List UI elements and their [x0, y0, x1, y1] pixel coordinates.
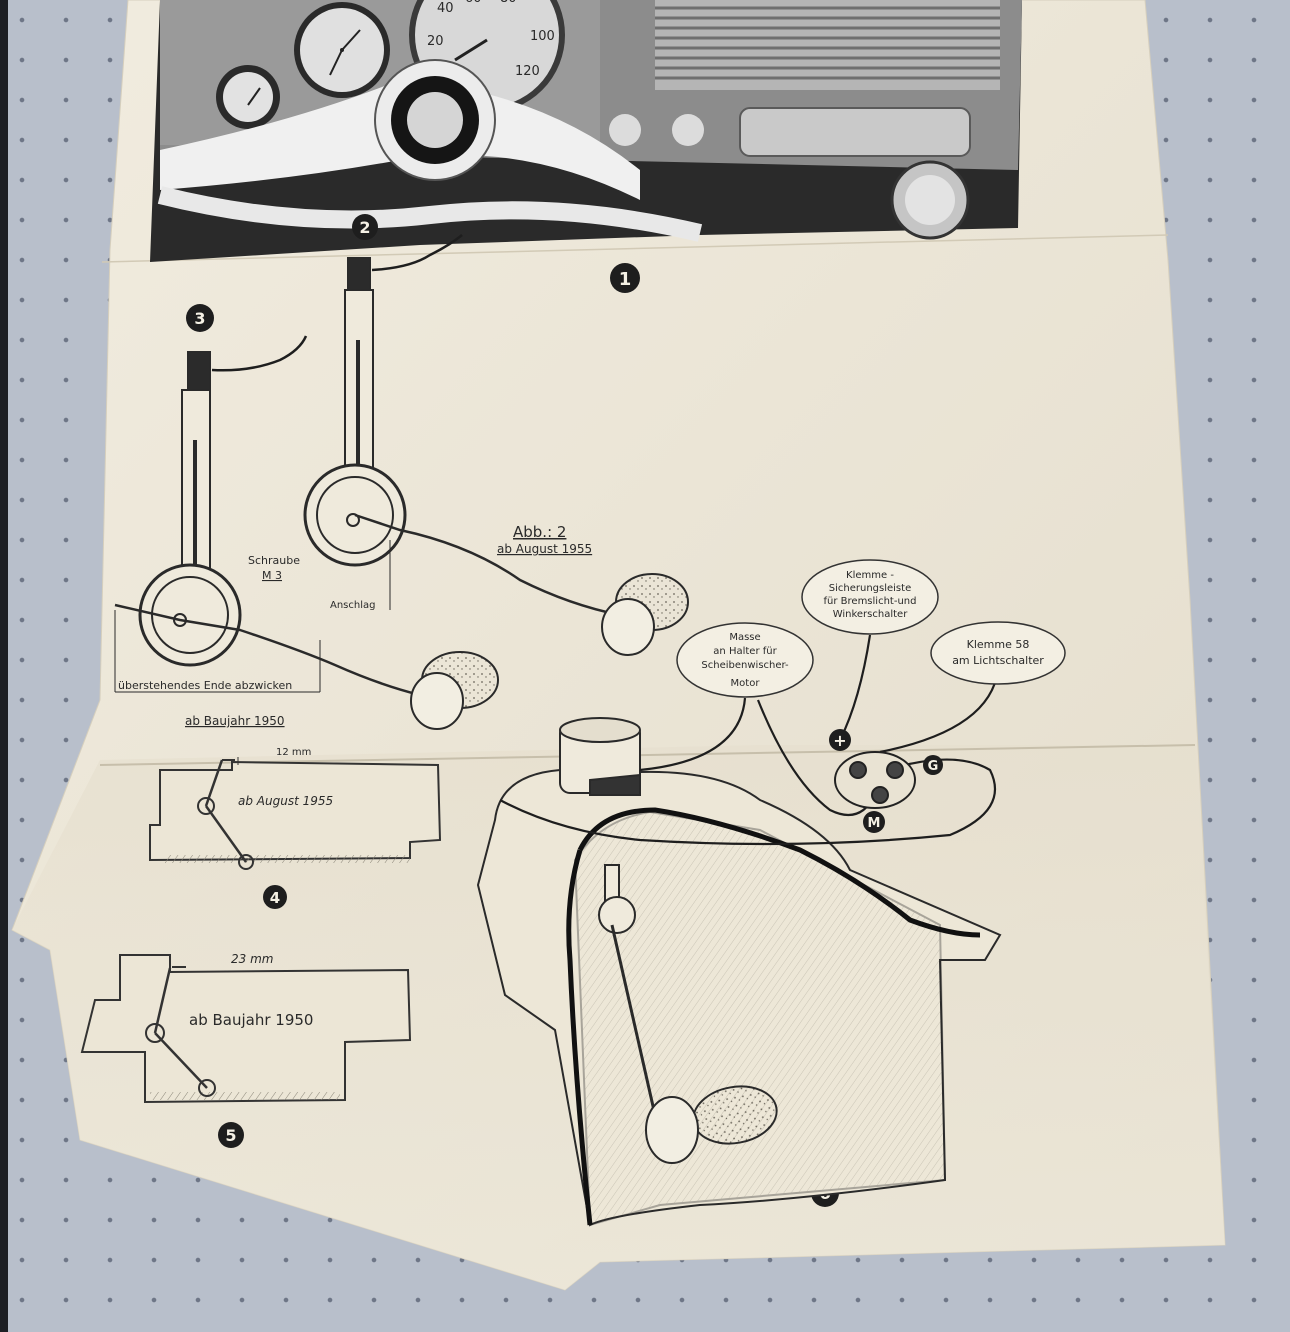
- gauge-connector: [834, 751, 916, 809]
- speed-mark: 100: [530, 29, 555, 44]
- label-screw: Schraube: [248, 554, 300, 567]
- svg-text:Scheibenwischer-: Scheibenwischer-: [701, 660, 789, 671]
- abb2-subtitle: ab August 1955: [497, 542, 592, 556]
- fuel-sender-fig3: [114, 335, 499, 730]
- fig4-label: ab August 1955: [238, 794, 333, 808]
- fuel-sender-fig2: [303, 234, 689, 656]
- terminal-plus: +: [829, 729, 851, 751]
- svg-text:Winkerschalter: Winkerschalter: [833, 609, 909, 620]
- svg-text:3: 3: [194, 309, 205, 328]
- bubble-terminal-58: Klemme 58 am Lichtschalter: [930, 621, 1066, 685]
- dashboard-photo: 20 40 60 80 100 120: [150, 0, 1022, 262]
- float-fig3: [410, 651, 499, 730]
- speed-mark: 120: [515, 64, 540, 79]
- abb2-title: Abb.: 2: [513, 523, 566, 541]
- terminal-m: M: [863, 811, 885, 833]
- figure-number-3: 3: [186, 304, 214, 332]
- speed-mark: 40: [437, 1, 454, 16]
- svg-text:4: 4: [270, 889, 280, 907]
- speed-mark: 20: [427, 34, 444, 49]
- tank-section-fig5: [80, 954, 412, 1104]
- svg-text:Motor: Motor: [731, 678, 761, 689]
- float-fig2: [601, 573, 689, 656]
- svg-text:Klemme -: Klemme -: [846, 570, 894, 581]
- figure-number-1: 1: [610, 263, 640, 293]
- figure-number-2: 2: [352, 214, 378, 240]
- fuel-tank-cutaway: [476, 717, 1002, 1227]
- svg-text:Sicherungsleiste: Sicherungsleiste: [829, 583, 911, 594]
- label-from-year: ab Baujahr 1950: [185, 714, 285, 728]
- label-trim: überstehendes Ende abzwicken: [118, 679, 292, 692]
- fig5-label: ab Baujahr 1950: [189, 1011, 313, 1029]
- float-fig6: [645, 1085, 778, 1164]
- bubble-ground: Masse an Halter für Scheibenwischer- Mot…: [676, 622, 814, 698]
- svg-text:Masse: Masse: [729, 632, 760, 643]
- svg-text:+: +: [833, 731, 846, 750]
- svg-text:1: 1: [619, 269, 632, 290]
- svg-text:5: 5: [225, 1126, 236, 1145]
- bubble-fuse-strip: Klemme - Sicherungsleiste für Bremslicht…: [801, 559, 939, 635]
- svg-text:am Lichtschalter: am Lichtschalter: [952, 654, 1044, 667]
- svg-text:an Halter für: an Halter für: [713, 646, 777, 657]
- svg-text:für Bremslicht-und: für Bremslicht-und: [824, 596, 917, 607]
- paper-fold-line: [99, 744, 1196, 766]
- tank-section-fig4: [149, 757, 442, 870]
- speed-mark: 60: [465, 0, 482, 6]
- svg-text:G: G: [928, 759, 939, 774]
- figure-number-4: 4: [263, 885, 287, 909]
- window-edge: [0, 0, 8, 1332]
- label-screw-size: M 3: [262, 569, 282, 582]
- figure-number-5: 5: [218, 1122, 244, 1148]
- label-stop: Anschlag: [330, 600, 375, 611]
- terminal-g: G: [923, 755, 943, 775]
- svg-text:2: 2: [359, 218, 370, 237]
- fig5-dimension: 23 mm: [231, 952, 273, 966]
- svg-text:M: M: [868, 816, 881, 831]
- speed-mark: 80: [500, 0, 517, 6]
- fig4-dimension: 12 mm: [276, 747, 311, 758]
- svg-text:Klemme 58: Klemme 58: [967, 638, 1030, 651]
